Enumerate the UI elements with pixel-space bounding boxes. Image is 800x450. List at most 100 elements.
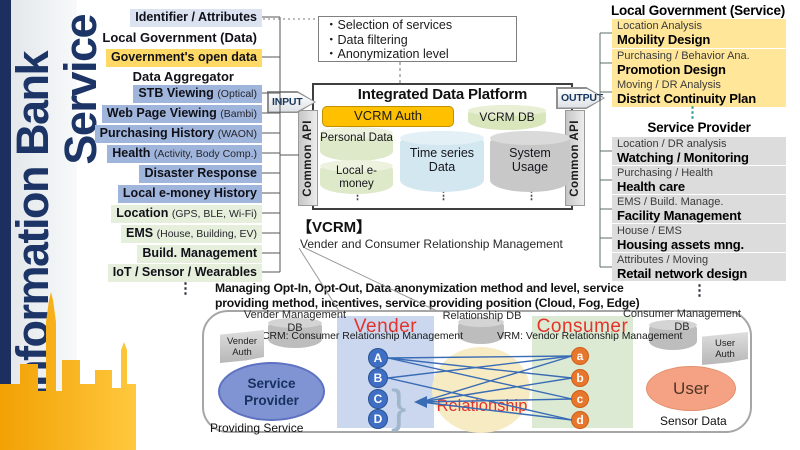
db-label-line: Vender Management [243,309,347,321]
cylinder-ellipsis: ⋮ [526,190,537,202]
source-item-label: Build. Management [142,246,257,260]
left-column-ellipsis: ⋮ [178,280,193,297]
source-item-ems: EMS (House, Building, EV) [0,224,262,243]
input-label: INPUT [272,96,303,108]
system-usage-label: System Usage [509,146,551,174]
vcrm-db-cylinder: VCRM DB [468,105,546,130]
provider-item-inputs: EMS / Build. Manage. [617,196,724,208]
local-emoney-cylinder: Local e-money [320,160,393,194]
platform-title: Integrated Data Platform [357,86,528,103]
source-item-web-page-viewing: Web Page Viewing (Bambi) [0,104,262,123]
consumer-title: Consumer [536,316,629,337]
source-item-label: Web Page Viewing [106,106,217,120]
local-government-service-header: Local Government (Service) [610,3,786,18]
source-item-note: (House, Building, EV) [156,228,257,240]
source-item-disaster-response: Disaster Response [0,164,262,183]
source-item-label: Location [116,206,169,220]
note-line: ・Selection of services [325,18,453,32]
system-usage-cylinder: System Usage [490,131,570,192]
auth-label-line: User [714,338,736,349]
source-item-label: STB Viewing [138,86,214,100]
source-item-note: (WAON) [217,128,257,140]
provider-item-inputs: Attributes / Moving [617,254,709,266]
provider-item-inputs: Purchasing / Health [617,167,713,179]
personal-data-label: Personal Data [320,132,393,144]
city-skyline-graphic [0,292,136,450]
auth-label-line: Auth [232,347,252,358]
service-item-name: Mobility Design [617,32,711,47]
source-item-note: (GPS, BLE, Wi-Fi) [171,208,257,220]
vender-node-b: B [368,368,388,388]
provider-item-housing-assets: House / EMS Housing assets mng. [612,224,786,253]
source-item-purchasing-history: Purchasing History (WAON) [0,124,262,143]
navy-edge-bar [0,0,11,450]
source-item-label: IoT / Sensor / Wearables [112,265,257,279]
source-item-build-management: Build. Management [0,244,262,263]
consumer-management-db-cylinder [649,320,697,350]
input-arrow: INPUT [267,91,316,113]
provider-item-watching-monitoring: Location / DR analysis Watching / Monito… [612,137,786,166]
service-item-promotion-design: Purchasing / Behavior Ana. Promotion Des… [612,49,786,78]
source-item-location: Location (GPS, BLE, Wi-Fi) [0,204,262,223]
consumer-node-b: b [571,369,589,387]
relationship-label: Relationship [436,397,528,415]
vender-management-db-label: Vender Management DB [225,309,365,334]
provider-item-name: Health care [617,179,685,194]
time-series-label: Time series Data [409,146,475,174]
relationship-db-cylinder [458,317,504,344]
service-item-mobility-design: Location Analysis Mobility Design [612,19,786,48]
output-label: OUTPUT [561,92,603,104]
vender-management-db-cylinder [268,318,322,348]
db-label-line: DB [674,320,690,333]
auth-label-line: Auth [715,349,735,360]
provider-item-name: Watching / Monitoring [617,150,749,165]
section-label: Data Aggregator [132,68,234,84]
provider-item-health-care: Purchasing / Health Health care [612,166,786,195]
group-brace: } [391,380,407,432]
vrm-label: VRM: Vendor Relationship Management [497,331,683,342]
vcrm-db-label: VCRM DB [479,110,535,124]
section-label: Local Government (Data) [102,29,257,45]
provider-item-name: Housing assets mng. [617,237,744,252]
sensor-data-label: Sensor Data [660,414,727,428]
source-item-label: Identifier / Attributes [135,10,257,24]
service-item-district-continuity: Moving / DR Analysis District Continuity… [612,78,786,107]
crm-label: CRM: Consumer Relationship Management [262,331,463,342]
source-item-label: Disaster Response [144,166,257,180]
vender-auth-flag: Vender Auth [220,330,264,363]
consumer-management-db-label: Consumer Management DB [620,308,744,333]
note-line: ・Data filtering [325,32,408,47]
provider-item-name: Retail network design [617,266,748,281]
providing-service-label: Providing Service [210,421,304,435]
common-api-bar-left: Common API [298,110,318,206]
auth-label-line: Vender [226,336,258,347]
vcrm-auth-box: VCRM Auth [322,106,454,127]
source-item-identifier: Identifier / Attributes [0,8,262,27]
relationship-db-label: Relationship DB [442,310,522,322]
source-item-label: Local e-money History [122,186,257,200]
source-item-label: Purchasing History [99,126,215,140]
relationship-ellipse [432,347,530,433]
service-column-ellipsis: ⋮ [685,104,700,121]
service-provider-header: Service Provider [647,120,751,135]
vender-node-c: C [368,389,388,409]
service-item-name: Promotion Design [617,62,726,77]
arrow-shape-fill [557,88,604,108]
personal-data-cylinder: Personal Data [320,127,393,161]
consumer-node-a: a [571,347,589,365]
source-item-iot-sensor: IoT / Sensor / Wearables [0,263,262,282]
vender-title: Vender [353,316,418,337]
cylinder-ellipsis: ⋮ [438,190,449,202]
managing-note-line: Managing Opt-In, Opt-Out, Data anonymiza… [215,281,624,295]
consumer-node-d: d [571,411,589,429]
managing-note: Managing Opt-In, Opt-Out, Data anonymiza… [215,281,640,311]
source-item-label: Health [112,146,151,160]
vcrm-heading: 【VCRM】 [297,219,372,236]
local-emoney-label: Local e-money [336,165,377,190]
source-item-stb-viewing: STB Viewing (Optical) [0,84,262,103]
service-provider-ellipse: Service Provider [218,362,325,421]
consumer-node-c: c [571,390,589,408]
provider-item-facility-management: EMS / Build. Manage. Facility Management [612,195,786,224]
service-item-analysis: Location Analysis [617,20,702,32]
